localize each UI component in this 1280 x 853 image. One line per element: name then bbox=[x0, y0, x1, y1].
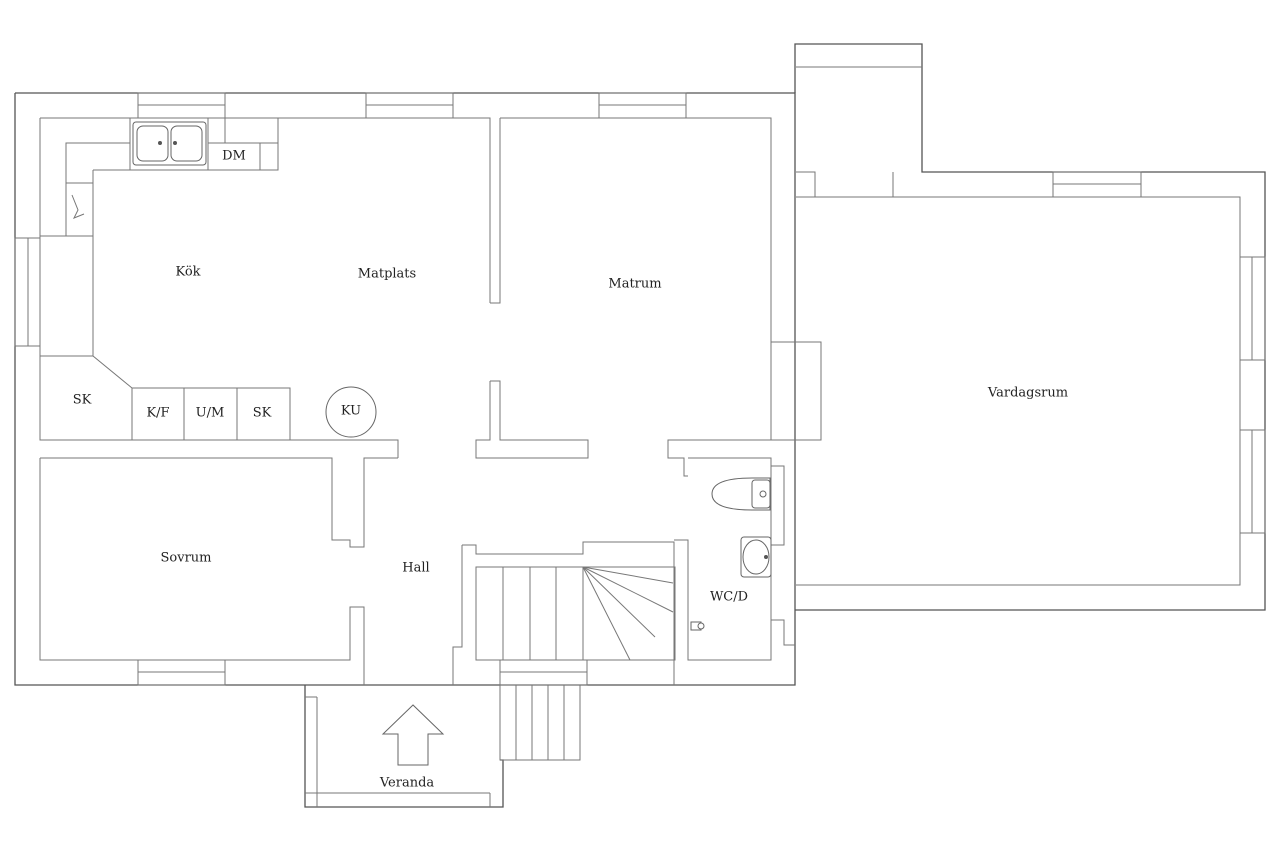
room-label-vardagsrum: Vardagsrum bbox=[987, 386, 1068, 401]
fixture-label-dm: DM bbox=[222, 149, 246, 164]
windows bbox=[14, 92, 1266, 686]
room-label-matplats: Matplats bbox=[358, 267, 416, 282]
toilet-icon bbox=[711, 477, 771, 511]
room-label-veranda: Veranda bbox=[379, 776, 435, 791]
staircase bbox=[475, 566, 676, 661]
kitchen-counters bbox=[39, 117, 291, 440]
room-label-wcd: WC/D bbox=[710, 590, 748, 605]
room-label-sovrum: Sovrum bbox=[161, 551, 212, 566]
room-label-matrum: Matrum bbox=[608, 277, 661, 292]
fixture-label-kf: K/F bbox=[146, 406, 169, 421]
tap-icon bbox=[690, 621, 705, 631]
fixture-label-um: U/M bbox=[196, 406, 225, 421]
entrance-arrow-icon bbox=[381, 704, 445, 766]
ku-circle bbox=[325, 386, 377, 438]
room-label-kok: Kök bbox=[175, 265, 200, 280]
fixture-label-sk-right: SK bbox=[253, 406, 272, 421]
veranda bbox=[304, 685, 581, 808]
room-labels: Kök Matplats Matrum Vardagsrum Sovrum Ha… bbox=[73, 149, 1068, 791]
room-label-hall: Hall bbox=[402, 561, 429, 576]
kitchen-sink-icon bbox=[132, 121, 207, 166]
interior-walls bbox=[39, 117, 822, 685]
washbasin-icon bbox=[740, 536, 772, 578]
fixture-label-sk-left: SK bbox=[73, 393, 92, 408]
fixture-label-ku: KU bbox=[341, 404, 361, 419]
